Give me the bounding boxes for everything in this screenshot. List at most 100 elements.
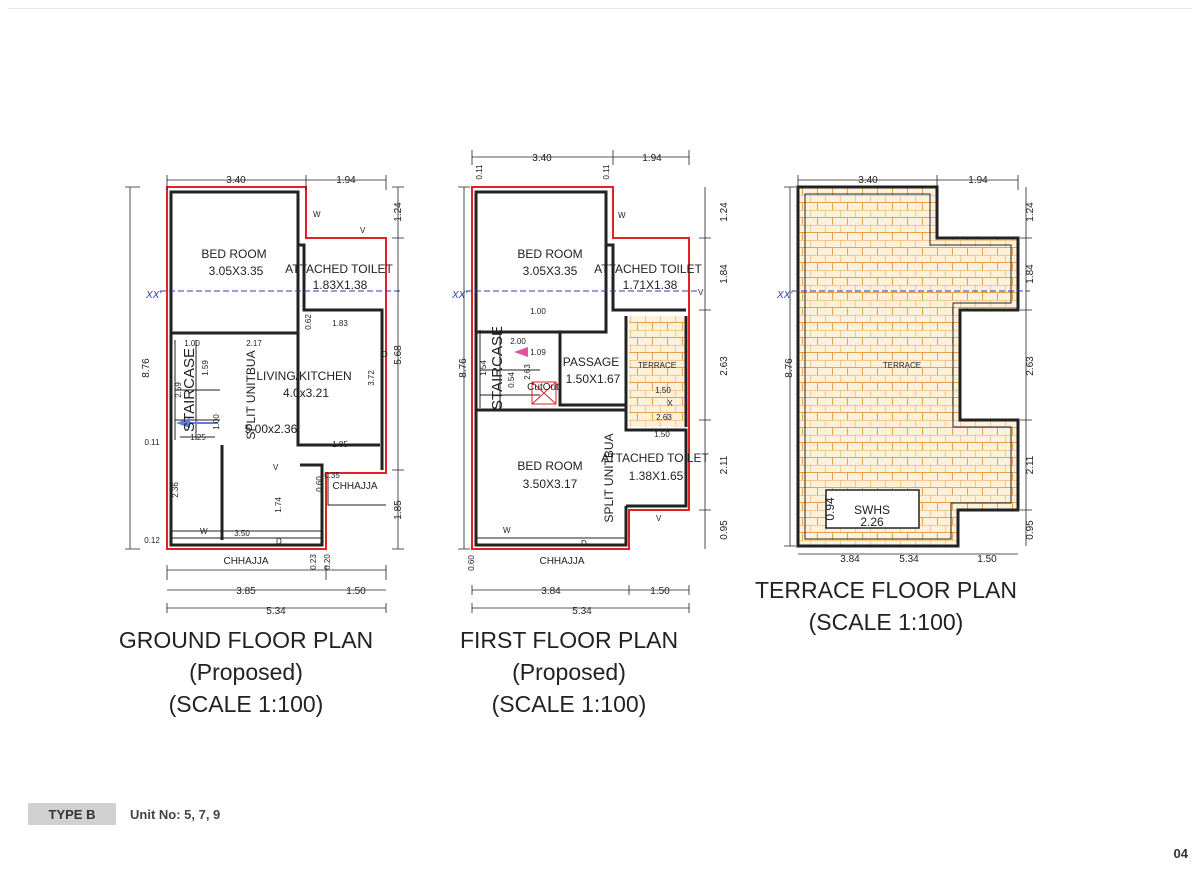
terrace-floor-plan: XX' TERRACE SWHS 2.26 0.94 3.40 1.94 8.7… — [755, 175, 1036, 635]
terrace-title: TERRACE FLOOR PLAN — [755, 577, 1017, 603]
ground-dim-217: 2.17 — [246, 339, 262, 348]
first-passage-size: 1.50X1.67 — [566, 372, 621, 386]
ground-scale: (SCALE 1:100) — [169, 691, 324, 717]
ground-split-size: 5.00x2.36 — [245, 422, 298, 436]
first-split: SPLIT UNITBUA — [602, 433, 616, 522]
ground-staircase: STAIRCASE — [181, 348, 198, 432]
first-dim-x: X — [667, 399, 673, 408]
terrace-section-label: XX' — [776, 290, 793, 301]
first-passage-name: PASSAGE — [563, 355, 619, 369]
unit-numbers: Unit No: 5, 7, 9 — [130, 806, 221, 822]
ground-dim-159: 1.59 — [201, 360, 210, 376]
terrace-dim-r2: 1.84 — [1025, 264, 1036, 284]
ground-dim-020: 0.20 — [323, 554, 332, 570]
ground-dim-total: 5.34 — [266, 606, 286, 617]
first-subtitle: (Proposed) — [512, 659, 626, 685]
ground-dim-035: 0.35 — [324, 471, 340, 480]
swhs-width: 2.26 — [860, 515, 884, 529]
terrace-dim-r5: 0.95 — [1025, 520, 1036, 540]
ground-subtitle: (Proposed) — [189, 659, 303, 685]
first-dimension-lines — [458, 150, 711, 613]
ground-living-size: 4.0x3.21 — [283, 386, 329, 400]
ground-thin-lines — [172, 340, 386, 539]
first-mark-v1: V — [698, 288, 704, 297]
first-walls — [474, 190, 688, 547]
terrace-dim-b1: 3.84 — [840, 554, 860, 565]
first-dim-r2: 1.84 — [719, 264, 730, 284]
ground-dim-125: 1.25 — [190, 433, 206, 442]
ground-boundary — [166, 186, 387, 550]
terrace-dim-left: 8.76 — [784, 358, 795, 378]
terrace-dim-b2: 5.34 — [899, 554, 919, 565]
terrace-outline — [796, 185, 1020, 548]
ground-dim-183: 1.83 — [332, 319, 348, 328]
ground-dim-372: 3.72 — [367, 370, 376, 386]
ground-dimension-lines — [125, 175, 404, 613]
first-dim-r5: 0.95 — [719, 520, 730, 540]
ground-dim-100b: 1.00 — [212, 414, 221, 430]
first-terrace: TERRACE — [638, 361, 676, 370]
terrace-dim-r3: 2.63 — [1025, 356, 1036, 376]
ground-dim-062: 0.62 — [304, 314, 313, 330]
terrace-scale: (SCALE 1:100) — [809, 609, 964, 635]
first-toilet1-size: 1.71X1.38 — [623, 278, 678, 292]
ground-toilet-size: 1.83X1.38 — [313, 278, 368, 292]
page-number: 04 — [1173, 846, 1188, 861]
ground-toilet-name: ATTACHED TOILET — [285, 262, 393, 276]
ground-living-name: LIVING/KITCHEN — [256, 369, 351, 383]
first-mark-w2: W — [503, 526, 511, 535]
swhs-height: 0.94 — [823, 497, 837, 521]
ground-dim-023: 0.23 — [309, 554, 318, 570]
first-toilet1-name: ATTACHED TOILET — [594, 262, 702, 276]
first-dim-r4: 2.11 — [719, 455, 730, 474]
first-terrace-tiles — [629, 316, 686, 427]
ground-split-name: SPLIT UNITBUA — [244, 350, 258, 439]
first-dim-left: 8.76 — [458, 358, 469, 378]
first-dim-054: 0.54 — [507, 372, 516, 388]
first-dim-total: 5.34 — [572, 606, 592, 617]
ground-mark-w2: W — [200, 527, 208, 536]
first-boundary — [471, 186, 690, 550]
first-dim-060: 0.60 — [467, 555, 476, 571]
terrace-label: TERRACE — [883, 361, 921, 370]
first-dim-263: 2.63 — [523, 364, 532, 380]
first-dim-263t: 2.63 — [656, 413, 672, 422]
first-bed2-size: 3.50X3.17 — [523, 477, 578, 491]
terrace-dim-b3: 1.50 — [977, 554, 997, 565]
first-bed1-size: 3.05X3.35 — [523, 264, 578, 278]
ground-mark-v1: V — [360, 226, 366, 235]
ground-dim-350: 3.50 — [234, 529, 250, 538]
first-toilet2-name: ATTACHED TOILET — [601, 451, 709, 465]
terrace-dim-r4: 2.11 — [1025, 455, 1036, 474]
ground-dim-185: 1.85 — [332, 440, 348, 449]
first-floor-plan: XX' BED ROOM 3.05X3.35 ATTACHED TOILET 1… — [451, 150, 730, 717]
first-dim-r3: 2.63 — [719, 356, 730, 376]
first-dim-011b: 0.11 — [602, 164, 611, 180]
first-cutout: CutOut — [527, 382, 559, 393]
terrace-dimension-lines — [784, 175, 1032, 555]
ground-stair-arrow — [176, 418, 190, 428]
first-stair-arrow — [514, 347, 528, 357]
ground-bedroom-name: BED ROOM — [201, 247, 266, 261]
ground-dim-060: 0.60 — [315, 476, 324, 492]
first-mark-d1: D — [581, 539, 587, 548]
first-dim-bottom2: 1.50 — [650, 586, 670, 597]
first-section-label: XX' — [451, 290, 468, 301]
first-dim-top1: 3.40 — [532, 153, 552, 164]
ground-bedroom-size: 3.05X3.35 — [209, 264, 264, 278]
ground-dim-top1: 3.40 — [226, 175, 246, 186]
first-title: FIRST FLOOR PLAN — [460, 627, 678, 653]
ground-dim-236: 2.36 — [171, 482, 180, 498]
page-frame — [8, 8, 1192, 869]
swhs-label: SWHS — [854, 503, 890, 517]
first-dim-011a: 0.11 — [475, 164, 484, 180]
first-dim-109: 1.09 — [530, 348, 546, 357]
first-chhajja: CHHAJJA — [539, 556, 584, 567]
footer: TYPE B Unit No: 5, 7, 9 — [28, 802, 220, 826]
first-dim-bottom1: 3.84 — [541, 586, 561, 597]
first-dim-154: 1.54 — [479, 360, 488, 376]
terrace-dim-top2: 1.94 — [968, 175, 988, 186]
type-badge: TYPE B — [28, 803, 116, 825]
ground-title: GROUND FLOOR PLAN — [119, 627, 373, 653]
